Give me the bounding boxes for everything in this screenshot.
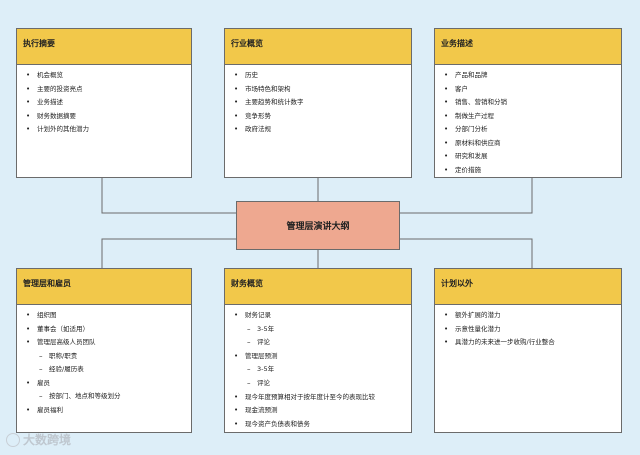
list-item: 管理层预测 xyxy=(231,350,405,364)
list-item: 财务数据摘要 xyxy=(23,110,185,124)
list-item: 制做生产过程 xyxy=(441,110,615,124)
box-title: 管理层和雇员 xyxy=(17,269,191,305)
box-title: 执行摘要 xyxy=(17,29,191,65)
box-title: 财务概览 xyxy=(225,269,411,305)
list-item: 主要趋势和统计数字 xyxy=(231,96,405,110)
list-item: 原材料和供应商 xyxy=(441,137,615,151)
list-item: 具潜力的未来进一步收购/行业整合 xyxy=(441,336,615,350)
list-item: 机会概览 xyxy=(23,69,185,83)
watermark-text: 大数跨境 xyxy=(23,433,72,447)
box-title: 业务描述 xyxy=(435,29,621,65)
list-item: 示意性量化潜力 xyxy=(441,323,615,337)
list-item: 额外扩展的潜力 xyxy=(441,309,615,323)
center-title-box: 管理层演讲大纲 xyxy=(236,201,400,250)
connector-management xyxy=(101,238,236,268)
box-management-employees: 管理层和雇员 组织图董事会（如适用）管理层高级人员团队职称/职责经验/履历表雇员… xyxy=(16,268,192,433)
watermark: 大数跨境 xyxy=(6,431,71,448)
list-item: 历史 xyxy=(231,69,405,83)
box-title: 行业概览 xyxy=(225,29,411,65)
sub-list-item: 3-5年 xyxy=(231,323,405,337)
sub-list-item: 经验/履历表 xyxy=(23,363,185,377)
item-list: 额外扩展的潜力示意性量化潜力具潜力的未来进一步收购/行业整合 xyxy=(441,309,615,350)
list-item: 业务描述 xyxy=(23,96,185,110)
box-business-description: 业务描述 产品和品牌客户销售、营销和分销制做生产过程分部门分析原材料和供应商研究… xyxy=(434,28,622,178)
list-item: 现今资产负债表和债务 xyxy=(231,418,405,432)
item-list: 历史市场特色和架构主要趋势和统计数字竞争形势政府法规 xyxy=(231,69,405,137)
sub-list-item: 职称/职责 xyxy=(23,350,185,364)
sub-list-item: 3-5年 xyxy=(231,363,405,377)
list-item: 产品和品牌 xyxy=(441,69,615,83)
sub-list-item: 评论 xyxy=(231,377,405,391)
sub-list-item: 评论 xyxy=(231,336,405,350)
list-item: 雇员福利 xyxy=(23,404,185,418)
connector-beyond xyxy=(400,238,533,268)
list-item: 雇员 xyxy=(23,377,185,391)
list-item: 管理层高级人员团队 xyxy=(23,336,185,350)
list-item: 组织图 xyxy=(23,309,185,323)
list-item: 财务记录 xyxy=(231,309,405,323)
list-item: 竞争形势 xyxy=(231,110,405,124)
item-list: 产品和品牌客户销售、营销和分销制做生产过程分部门分析原材料和供应商研究和发展定价… xyxy=(441,69,615,177)
item-list: 财务记录3-5年评论管理层预测3-5年评论现今年度预算相对于按年度计至今的表现比… xyxy=(231,309,405,431)
list-item: 分部门分析 xyxy=(441,123,615,137)
list-item: 现金流预测 xyxy=(231,404,405,418)
box-title: 计划以外 xyxy=(435,269,621,305)
list-item: 客户 xyxy=(441,83,615,97)
connector-business xyxy=(400,178,533,214)
box-exec-summary: 执行摘要 机会概览主要的投资亮点业务描述财务数据摘要计划外的其他潜力 xyxy=(16,28,192,178)
item-list: 组织图董事会（如适用）管理层高级人员团队职称/职责经验/履历表雇员按部门、地点和… xyxy=(23,309,185,417)
box-industry-overview: 行业概览 历史市场特色和架构主要趋势和统计数字竞争形势政府法规 xyxy=(224,28,412,178)
list-item: 现今年度预算相对于按年度计至今的表现比较 xyxy=(231,390,405,404)
box-financial-overview: 财务概览 财务记录3-5年评论管理层预测3-5年评论现今年度预算相对于按年度计至… xyxy=(224,268,412,433)
list-item: 定价措施 xyxy=(441,164,615,178)
list-item: 研究和发展 xyxy=(441,150,615,164)
list-item: 市场特色和架构 xyxy=(231,83,405,97)
list-item: 销售、营销和分销 xyxy=(441,96,615,110)
list-item: 董事会（如适用） xyxy=(23,323,185,337)
sub-list-item: 按部门、地点和等级划分 xyxy=(23,390,185,404)
list-item: 计划外的其他潜力 xyxy=(23,123,185,137)
list-item: 主要的投资亮点 xyxy=(23,83,185,97)
watermark-logo-icon xyxy=(6,432,20,447)
connector-exec xyxy=(101,178,236,214)
center-title: 管理层演讲大纲 xyxy=(286,222,350,232)
list-item: 政府法规 xyxy=(231,123,405,137)
item-list: 机会概览主要的投资亮点业务描述财务数据摘要计划外的其他潜力 xyxy=(23,69,185,137)
box-beyond-plan: 计划以外 额外扩展的潜力示意性量化潜力具潜力的未来进一步收购/行业整合 xyxy=(434,268,622,433)
